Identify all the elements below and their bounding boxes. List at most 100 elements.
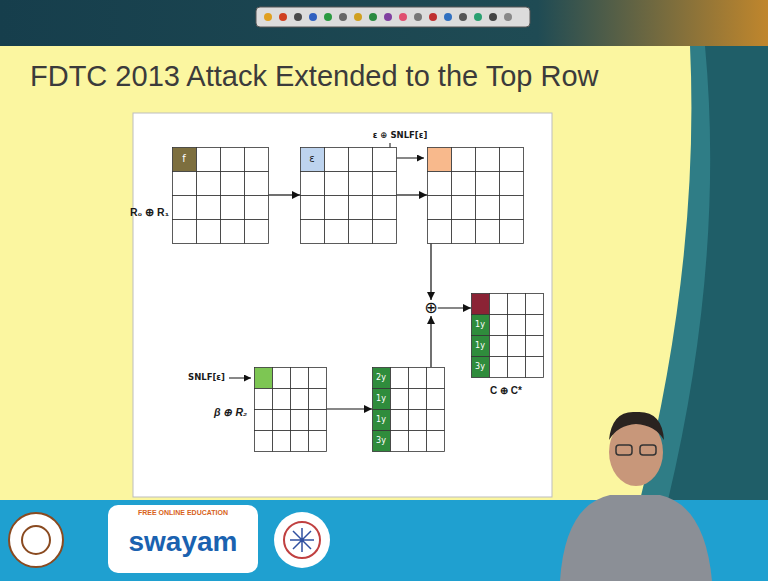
grid-cell bbox=[245, 220, 269, 244]
grid-cell bbox=[349, 220, 373, 244]
grid-cell bbox=[409, 431, 427, 452]
grid-cell bbox=[500, 220, 524, 244]
grid-cell bbox=[197, 172, 221, 196]
grid-cell bbox=[373, 196, 397, 220]
grid-cell bbox=[391, 410, 409, 431]
grid-cell bbox=[508, 315, 526, 336]
grid-cell bbox=[452, 196, 476, 220]
presenter-shirt bbox=[560, 495, 712, 581]
grid-cell bbox=[245, 148, 269, 172]
presenter-glasses bbox=[616, 445, 632, 455]
state-grid: ε ⊕ SNLF[ε] bbox=[427, 147, 523, 243]
leader-arrow bbox=[229, 378, 251, 379]
grid-cell bbox=[476, 196, 500, 220]
state-label: β ⊕ R₂ bbox=[214, 406, 247, 418]
grid-cell bbox=[472, 336, 490, 357]
grid-cell bbox=[255, 431, 273, 452]
grid-cell bbox=[476, 172, 500, 196]
xor-symbol: ⊕ bbox=[424, 300, 437, 316]
grid-cell bbox=[255, 389, 273, 410]
slide-title: FDTC 2013 Attack Extended to the Top Row bbox=[30, 60, 599, 93]
grid-cell bbox=[472, 357, 490, 378]
state-label: C ⊕ C* bbox=[490, 385, 522, 397]
grid-cell bbox=[472, 315, 490, 336]
grid-cell bbox=[301, 148, 325, 172]
toolbar-icons bbox=[264, 13, 512, 21]
flow-arrow bbox=[396, 194, 427, 195]
grid-cell bbox=[508, 357, 526, 378]
grid-cell bbox=[508, 336, 526, 357]
xor-glyph: ⊕ bbox=[424, 300, 437, 316]
grid-cell bbox=[273, 410, 291, 431]
flow-arrow bbox=[430, 243, 431, 300]
grid-cell bbox=[476, 148, 500, 172]
cell-value: 1y bbox=[372, 409, 390, 430]
state-label: R₀ ⊕ R₁ bbox=[130, 206, 169, 218]
top-bar bbox=[0, 0, 768, 46]
grid-cell bbox=[291, 389, 309, 410]
grid-cell bbox=[427, 389, 445, 410]
grid-cell bbox=[309, 431, 327, 452]
grid-cell bbox=[373, 431, 391, 452]
figure-panel bbox=[133, 113, 552, 497]
grid-cell bbox=[221, 196, 245, 220]
grid-cell bbox=[490, 315, 508, 336]
grid-cell bbox=[373, 389, 391, 410]
grid-cell bbox=[173, 196, 197, 220]
grid-cell bbox=[325, 196, 349, 220]
grid-cell bbox=[500, 148, 524, 172]
grid-cell bbox=[245, 172, 269, 196]
grid-cell bbox=[301, 220, 325, 244]
flow-arrow bbox=[430, 316, 431, 367]
grid-cell bbox=[309, 368, 327, 389]
grid-cell bbox=[373, 148, 397, 172]
grid-cell bbox=[349, 172, 373, 196]
grid-cell bbox=[409, 389, 427, 410]
grid-cell bbox=[197, 148, 221, 172]
grid-cell bbox=[173, 148, 197, 172]
grid-cell bbox=[427, 368, 445, 389]
grid-cell bbox=[221, 220, 245, 244]
grid-cell bbox=[291, 410, 309, 431]
grid-cell bbox=[349, 148, 373, 172]
grid-cell bbox=[526, 336, 544, 357]
flow-arrow bbox=[326, 408, 372, 409]
logo-wordmark: swayam bbox=[129, 527, 238, 558]
grid-cell bbox=[500, 196, 524, 220]
flow-arrow bbox=[438, 307, 471, 308]
grid-cells bbox=[427, 147, 524, 244]
grid-cell bbox=[409, 410, 427, 431]
cell-value: 1y bbox=[372, 388, 390, 409]
cell-value: ε bbox=[300, 147, 324, 171]
grid-cell bbox=[301, 172, 325, 196]
grid-cell bbox=[173, 172, 197, 196]
grid-cell bbox=[490, 336, 508, 357]
grid-cell bbox=[373, 368, 391, 389]
side-swoosh-dark bbox=[668, 46, 768, 500]
state-label: ε ⊕ SNLF[ε] bbox=[373, 131, 428, 141]
institute-logo bbox=[9, 513, 63, 567]
grid-cell bbox=[490, 357, 508, 378]
state-grid: R₀ ⊕ R₁f bbox=[172, 147, 268, 243]
grid-cell bbox=[273, 389, 291, 410]
grid-cell bbox=[255, 410, 273, 431]
grid-cell bbox=[427, 410, 445, 431]
grid-cell bbox=[508, 294, 526, 315]
toolbar bbox=[256, 7, 530, 27]
grid-cell bbox=[500, 172, 524, 196]
state-label: SNLF[ε] bbox=[188, 373, 225, 383]
cell-value: f bbox=[172, 147, 196, 171]
grid-cell bbox=[325, 148, 349, 172]
state-grid: 2y1y1y3y bbox=[372, 367, 444, 451]
nptel-logo-star bbox=[290, 528, 314, 552]
grid-cell bbox=[391, 389, 409, 410]
grid-cell bbox=[325, 220, 349, 244]
grid-cell bbox=[526, 357, 544, 378]
grid-cell bbox=[526, 315, 544, 336]
grid-cell bbox=[373, 220, 397, 244]
cell-value: 2y bbox=[372, 367, 390, 388]
grid-cell bbox=[301, 196, 325, 220]
grid-cell bbox=[452, 220, 476, 244]
flow-arrow bbox=[268, 194, 300, 195]
grid-cell bbox=[391, 431, 409, 452]
